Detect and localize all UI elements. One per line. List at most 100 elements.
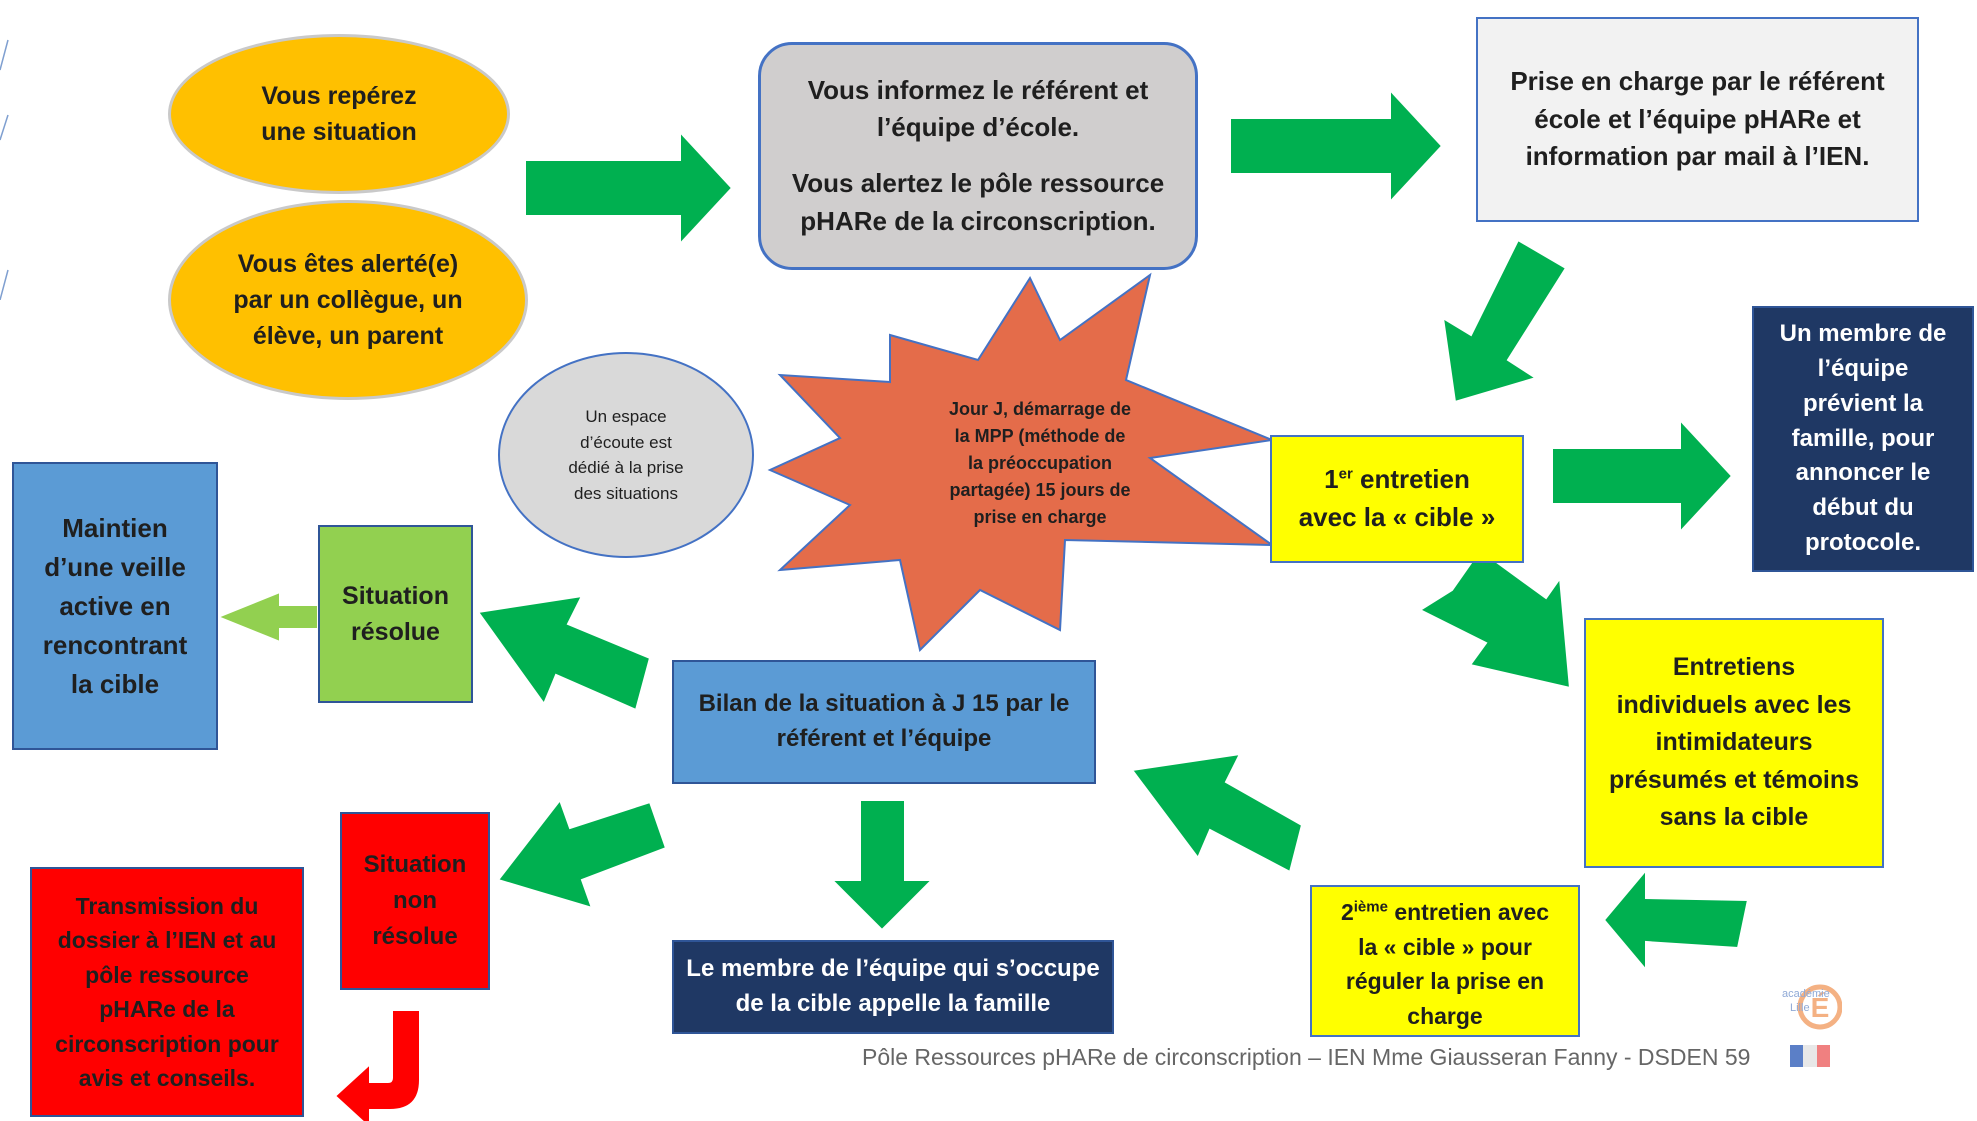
- node-text: circonscription pour: [55, 1030, 279, 1057]
- node-vous-informez: Vous informez le référent et l’équipe d’…: [758, 42, 1198, 270]
- node-text: résolue: [372, 923, 458, 950]
- node-text: protocole.: [1804, 528, 1921, 556]
- node-text: pHARe de la circonscription.: [800, 205, 1156, 236]
- node-text: non: [393, 887, 437, 914]
- node-text-rest: entretien: [1352, 464, 1470, 495]
- node-bilan: Bilan de la situation à J 15 par le réfé…: [672, 660, 1096, 784]
- node-text: élève, un parent: [252, 322, 444, 351]
- node-text: pHARe de la: [99, 996, 235, 1022]
- node-situation-resolue: Situation résolue: [318, 525, 473, 703]
- node-deuxieme-entretien: 2ième entretien avec la « cible » pour r…: [1310, 885, 1580, 1037]
- node-maintien-veille: Maintien d’une veille active en rencontr…: [12, 462, 218, 750]
- node-text: d’écoute est: [580, 432, 672, 452]
- node-text: début du: [1812, 494, 1914, 522]
- node-prise-en-charge: Prise en charge par le référent école et…: [1476, 17, 1919, 222]
- node-text: par un collègue, un: [233, 285, 463, 314]
- academie-lille-logo: É académie Lille: [1782, 984, 1842, 1030]
- ordinal-number: 2: [1340, 899, 1354, 925]
- node-premier-entretien: 1er entretien avec la « cible »: [1270, 435, 1524, 563]
- node-membre-appelle: Le membre de l’équipe qui s’occupe de la…: [672, 940, 1114, 1034]
- arrow-to-deuxieme-entretien: [1602, 867, 1750, 973]
- ordinal-suffix: er: [1338, 465, 1353, 483]
- node-text: active en: [59, 590, 171, 621]
- footer-text: Pôle Ressources pHARe de circonscription…: [862, 1044, 1751, 1070]
- node-text: information par mail à l’IEN.: [1525, 141, 1870, 172]
- ordinal-suffix: ième: [1353, 898, 1388, 916]
- node-text: Situation: [363, 851, 467, 878]
- node-text: Le membre de l’équipe qui s’occupe: [686, 955, 1100, 983]
- node-text: école et l’équipe pHARe et: [1534, 103, 1861, 134]
- node-text: avec la « cible »: [1298, 502, 1496, 532]
- node-text: pôle ressource: [85, 961, 249, 988]
- node-text: 1er entretien: [1324, 461, 1470, 499]
- node-text: Transmission du: [75, 892, 259, 919]
- node-situation-non-resolue: Situation non résolue: [340, 812, 490, 990]
- node-entretiens-individuels: Entretiens individuels avec les intimida…: [1584, 618, 1884, 868]
- french-flag-icon: [1790, 1045, 1830, 1067]
- node-text: Vous repérez: [261, 81, 417, 110]
- node-text: réguler la prise en: [1345, 968, 1545, 994]
- node-text: avis et conseils.: [78, 1065, 256, 1091]
- node-text: de la cible appelle la famille: [735, 990, 1051, 1017]
- node-text: Jour J, démarrage de: [948, 398, 1132, 419]
- node-text: présumés et témoins: [1608, 765, 1860, 794]
- node-text: l’équipe d’école.: [876, 112, 1080, 143]
- node-text: référent et l’équipe: [776, 725, 992, 752]
- arrow-to-maintien: [215, 590, 319, 644]
- node-text: Un membre de: [1779, 320, 1947, 348]
- node-vous-etes-alerte: Vous êtes alerté(e) par un collègue, un …: [168, 200, 528, 400]
- arrow-to-situation-non-resolue: [496, 797, 668, 910]
- arrow-to-membre-previent: [1551, 417, 1734, 535]
- node-text: Un espace: [585, 407, 667, 426]
- node-text: dossier à l’IEN et au: [57, 927, 277, 953]
- left-edge-decoration: [0, 39, 9, 300]
- node-text: Bilan de la situation à J 15 par le: [698, 690, 1070, 718]
- node-text: sans la cible: [1659, 803, 1809, 832]
- node-vous-reperez: Vous repérez une situation: [168, 34, 510, 194]
- arrow-to-membre-appelle: [829, 799, 935, 932]
- node-text: la « cible » pour: [1358, 933, 1532, 960]
- node-text: des situations: [574, 483, 678, 503]
- node-text: annoncer le: [1795, 459, 1931, 487]
- arrow-to-transmission: [333, 1009, 421, 1121]
- node-text: la préoccupation: [967, 452, 1113, 473]
- ordinal-number: 1: [1324, 464, 1339, 495]
- node-transmission: Transmission du dossier à l’IEN et au pô…: [30, 867, 304, 1117]
- node-text: rencontrant: [42, 629, 188, 660]
- node-text: une situation: [261, 118, 417, 146]
- node-text: résolue: [351, 618, 440, 646]
- node-text: Vous informez le référent et: [807, 74, 1149, 105]
- node-text: Situation: [342, 581, 449, 610]
- node-text: dédié à la prise: [568, 458, 684, 477]
- node-text: prévient la: [1802, 389, 1924, 417]
- node-text: Entretiens: [1672, 653, 1796, 682]
- node-text: prise en charge: [973, 506, 1107, 527]
- logo-letter: É: [1811, 992, 1830, 1023]
- logo-line2: Lille: [1790, 1002, 1810, 1014]
- node-text: Vous êtes alerté(e): [237, 249, 459, 278]
- arrow-to-entretiens-individuels: [1417, 548, 1572, 690]
- node-text: 2ième entretien avec: [1341, 895, 1549, 930]
- arrow-to-bilan: [1130, 752, 1304, 874]
- logo-line1: académie: [1782, 988, 1830, 1000]
- node-text: d’une veille: [44, 551, 186, 582]
- node-text: l’équipe: [1817, 355, 1909, 382]
- node-text: Maintien: [62, 512, 168, 543]
- node-jour-j: Jour J, démarrage de la MPP (méthode de …: [920, 388, 1160, 538]
- node-text: la MPP (méthode de: [954, 425, 1126, 446]
- node-espace-ecoute: Un espace d’écoute est dédié à la prise …: [498, 352, 754, 558]
- arrow-to-informez: [524, 129, 734, 247]
- node-text: famille, pour: [1791, 424, 1935, 452]
- node-text-rest: entretien avec: [1387, 899, 1550, 925]
- node-text: individuels avec les: [1616, 690, 1852, 719]
- node-text: partagée) 15 jours de: [949, 479, 1131, 500]
- node-membre-previent: Un membre de l’équipe prévient la famill…: [1752, 306, 1974, 572]
- arrow-to-situation-resolue: [476, 594, 652, 712]
- node-text: Prise en charge par le référent: [1510, 65, 1885, 96]
- node-text: charge: [1407, 1002, 1483, 1029]
- node-text: Vous alertez le pôle ressource: [791, 168, 1165, 198]
- node-text: la cible: [70, 668, 160, 699]
- node-text: intimidateurs: [1655, 728, 1813, 757]
- arrow-to-premier-entretien: [1441, 238, 1568, 404]
